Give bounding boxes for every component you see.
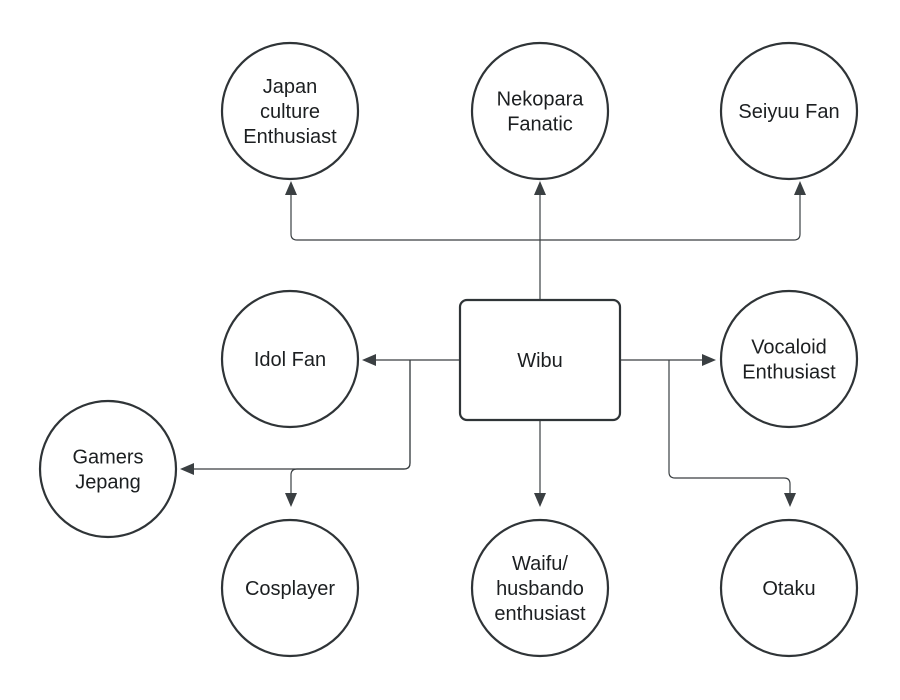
node-label-gamers: Gamers xyxy=(72,447,143,469)
node-label-nekopara: Fanatic xyxy=(507,114,573,136)
edges-layer xyxy=(180,181,806,507)
node-label-waifu: enthusiast xyxy=(494,603,586,625)
arrowhead-cosplayer xyxy=(285,493,297,507)
node-label-vocaloid: Enthusiast xyxy=(742,362,836,384)
root-node: Wibu xyxy=(458,298,622,422)
node-label-japan: Enthusiast xyxy=(243,126,337,148)
connector-cosplayer xyxy=(290,360,411,494)
arrowhead-waifu xyxy=(534,493,546,507)
node-idol: Idol Fan xyxy=(220,289,360,429)
connector-seiyuu xyxy=(540,194,801,241)
node-label-vocaloid: Vocaloid xyxy=(751,337,827,359)
node-label-waifu: husbando xyxy=(496,578,584,600)
node-label-cosplayer: Cosplayer xyxy=(245,578,335,600)
node-otaku: Otaku xyxy=(719,518,859,658)
node-waifu: Waifu/husbando enthusiast xyxy=(470,518,610,658)
arrowhead-vocaloid xyxy=(702,354,716,366)
node-label-otaku: Otaku xyxy=(762,578,815,600)
arrowhead-idol xyxy=(362,354,376,366)
node-cosplayer: Cosplayer xyxy=(220,518,360,658)
node-label-idol: Idol Fan xyxy=(254,349,326,371)
arrowhead-seiyuu xyxy=(794,181,806,195)
node-circle-vocaloid xyxy=(719,289,859,429)
node-label-seiyuu: Seiyuu Fan xyxy=(738,101,839,123)
node-circle-waifu xyxy=(470,518,610,658)
arrowhead-japan xyxy=(285,181,297,195)
node-circle-otaku xyxy=(719,518,859,658)
root-node-label: Wibu xyxy=(517,350,563,372)
connector-japan xyxy=(290,194,541,300)
node-label-nekopara: Nekopara xyxy=(497,89,585,111)
node-circle-nekopara xyxy=(470,41,610,181)
node-label-japan: Japan xyxy=(263,76,318,98)
node-label-gamers: Jepang xyxy=(75,472,141,494)
node-circle-cosplayer xyxy=(220,518,360,658)
node-circle-seiyuu xyxy=(719,41,859,181)
arrowhead-gamers xyxy=(180,463,194,475)
root-node-box xyxy=(458,298,622,422)
node-circle-idol xyxy=(220,289,360,429)
arrowhead-nekopara xyxy=(534,181,546,195)
node-circle-gamers xyxy=(38,399,178,539)
node-label-waifu: Waifu/ xyxy=(512,553,568,575)
node-seiyuu: Seiyuu Fan xyxy=(719,41,859,181)
node-circle-japan xyxy=(220,41,360,181)
node-label-japan: culture xyxy=(260,101,320,123)
arrowhead-otaku xyxy=(784,493,796,507)
connector-otaku xyxy=(668,360,791,494)
